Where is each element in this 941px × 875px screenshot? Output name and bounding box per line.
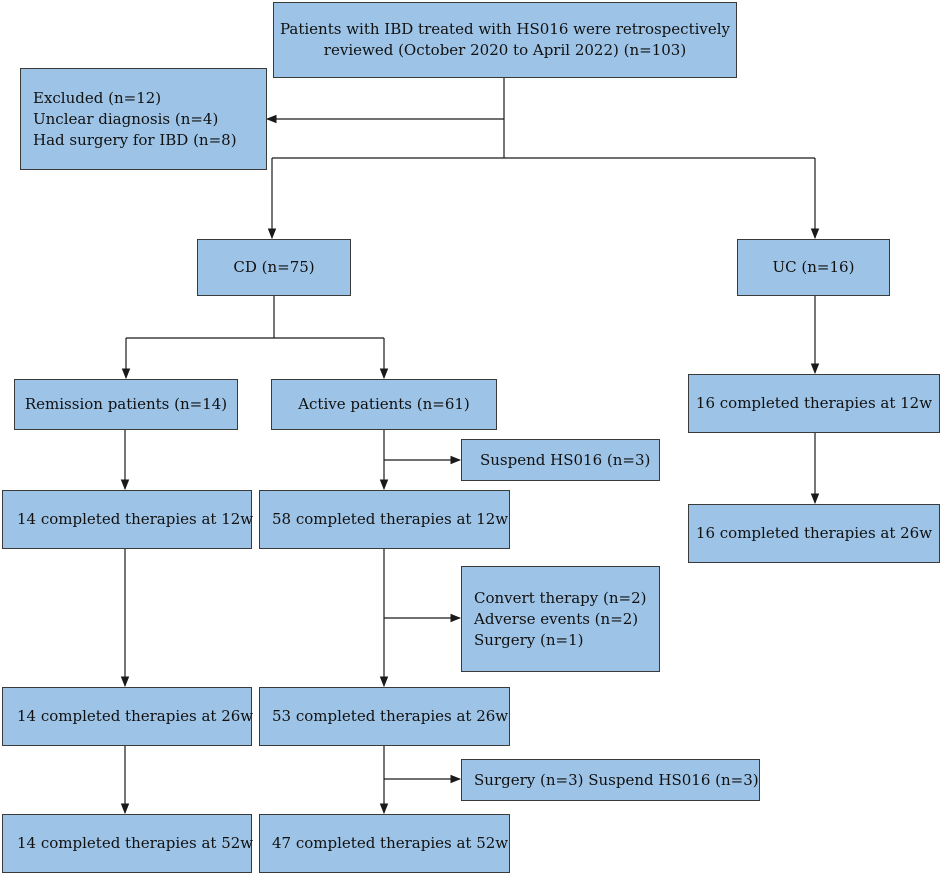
box-text-line: Suspend HS016 (n=3) [480,450,651,469]
box-text-line: reviewed (October 2020 to April 2022) (n… [323,41,687,59]
box-convert: Convert therapy (n=2) Adverse events (n=2… [461,566,660,672]
box-text-line: Active patients (n=61) [298,395,470,413]
box-uc-12w: 16 completed therapies at 12w [688,374,940,433]
box-text-line: Patients with IBD treated with HS016 wer… [279,20,731,38]
box-text-line: Surgery (n=3) Suspend HS016 (n=3) [474,770,759,789]
box-suspend: Suspend HS016 (n=3) [461,439,660,481]
box-remission-12w: 14 completed therapies at 12w [2,490,254,549]
box-active-52w: 47 completed therapies at 52w [259,814,510,873]
box-excluded: Excluded (n=12) Unclear diagnosis (n=4) Ha… [20,68,267,170]
box-text-line: 58 completed therapies at 12w [272,510,509,528]
box-remission: Remission patients (n=14) [14,379,238,430]
box-text-line: 16 completed therapies at 26w [695,524,933,542]
box-text-line: 14 completed therapies at 52w [17,834,254,852]
box-text-line: 16 completed therapies at 12w [695,394,933,412]
box-remission-26w: 14 completed therapies at 26w [2,687,254,746]
box-text-line: 14 completed therapies at 12w [17,510,254,528]
box-reviewed: Patients with IBD treated with HS016 wer… [273,2,737,78]
box-cd: CD (n=75) [197,239,351,296]
box-uc-26w: 16 completed therapies at 26w [688,504,940,563]
box-text-line: CD (n=75) [233,258,315,276]
box-text-line: Unclear diagnosis (n=4) [33,109,219,128]
box-uc: UC (n=16) [737,239,890,296]
box-active-26w: 53 completed therapies at 26w [259,687,510,746]
box-text-line: Excluded (n=12) [33,88,162,107]
box-text-line: Remission patients (n=14) [24,395,228,413]
box-text-line: 53 completed therapies at 26w [272,707,509,725]
box-text-line: Surgery (n=1) [474,630,584,649]
box-text-line: Had surgery for IBD (n=8) [33,130,237,149]
box-active-12w: 58 completed therapies at 12w [259,490,510,549]
box-text-line: UC (n=16) [772,258,855,276]
box-surgery: Surgery (n=3) Suspend HS016 (n=3) [461,759,760,801]
box-remission-52w: 14 completed therapies at 52w [2,814,254,873]
box-text-line: 47 completed therapies at 52w [272,834,509,852]
box-active: Active patients (n=61) [271,379,497,430]
box-text-line: 14 completed therapies at 26w [17,707,254,725]
box-text-line: Convert therapy (n=2) [474,588,647,607]
box-text-line: Adverse events (n=2) [474,609,639,628]
